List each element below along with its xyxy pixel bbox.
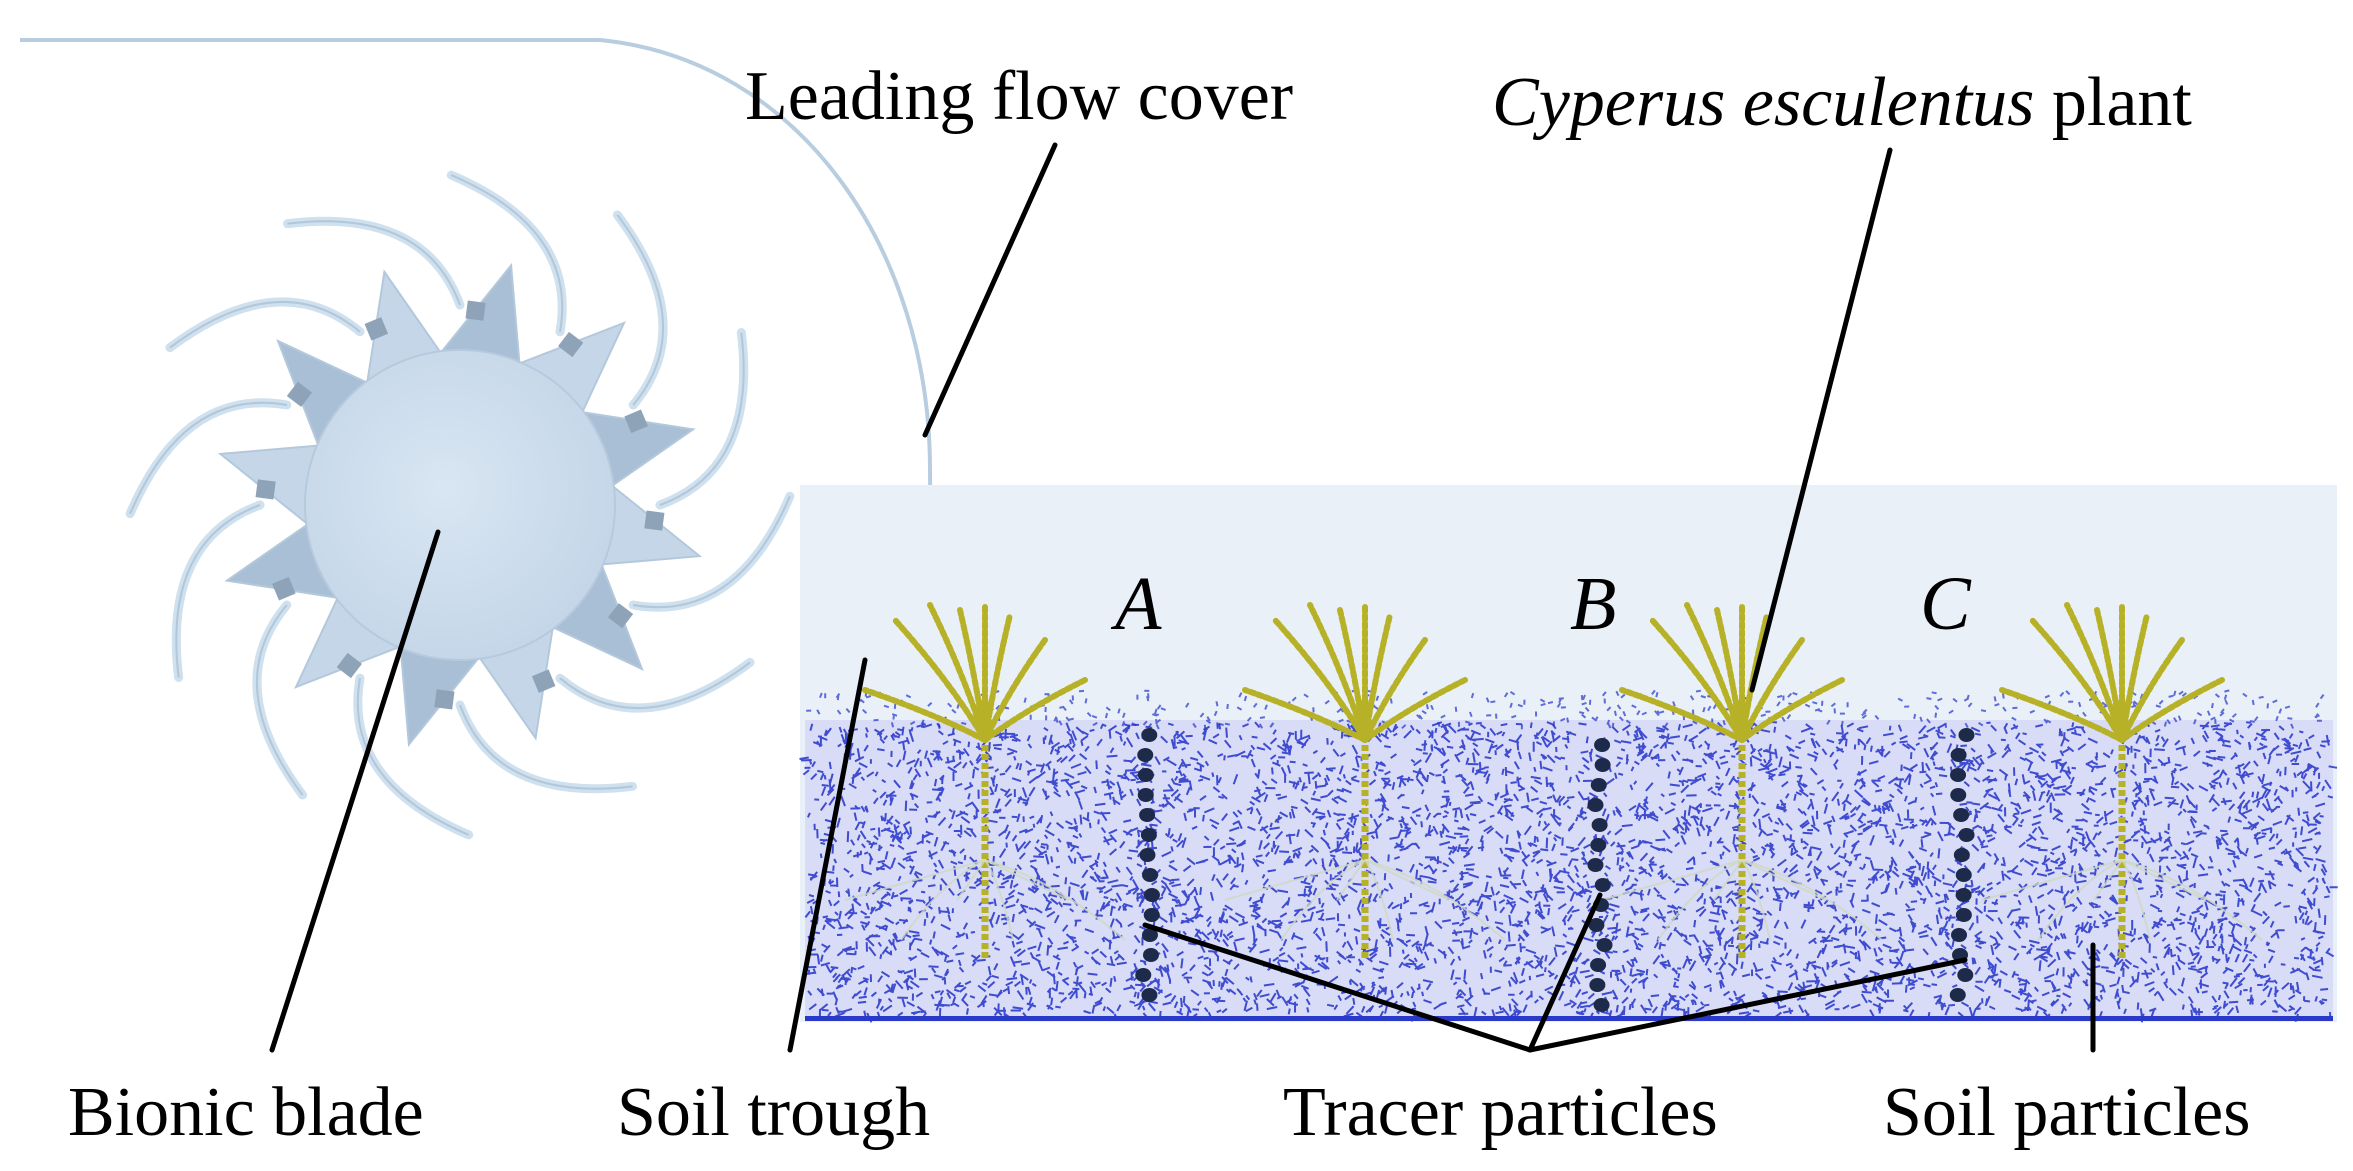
- leader-lines: [269, 142, 2096, 1053]
- position-label-a: A: [1115, 562, 1162, 646]
- position-label-b: B: [1570, 562, 1617, 646]
- label-bionic-blade: Bionic blade: [68, 1074, 424, 1151]
- soil-layer: [805, 720, 2333, 1020]
- label-soil-trough: Soil trough: [617, 1074, 931, 1151]
- label-plant: Cyperus esculentus plant: [1492, 68, 2192, 138]
- leader-flow-cover: [922, 142, 1058, 438]
- label-plant-suffix: plant: [2034, 64, 2192, 141]
- bionic-blade-icon: [125, 170, 795, 840]
- leader-soil-trough: [787, 657, 868, 1053]
- tracer-particles: [1135, 728, 1975, 1012]
- label-soil-particles: Soil particles: [1883, 1074, 2251, 1151]
- plants: [844, 602, 2263, 960]
- label-plant-species: Cyperus esculentus: [1492, 64, 2035, 141]
- leader-tracer-b: [1527, 892, 1603, 1053]
- leading-flow-cover: [20, 38, 934, 691]
- position-label-c: C: [1920, 562, 1971, 646]
- soil-particles: [799, 689, 2338, 1023]
- label-leading-flow-cover: Leading flow cover: [745, 58, 1294, 135]
- leader-blade: [269, 529, 441, 1053]
- leader-plant: [1749, 147, 1893, 693]
- label-tracer-particles: Tracer particles: [1283, 1074, 1718, 1151]
- soil-trough-floor: [805, 1016, 2333, 1021]
